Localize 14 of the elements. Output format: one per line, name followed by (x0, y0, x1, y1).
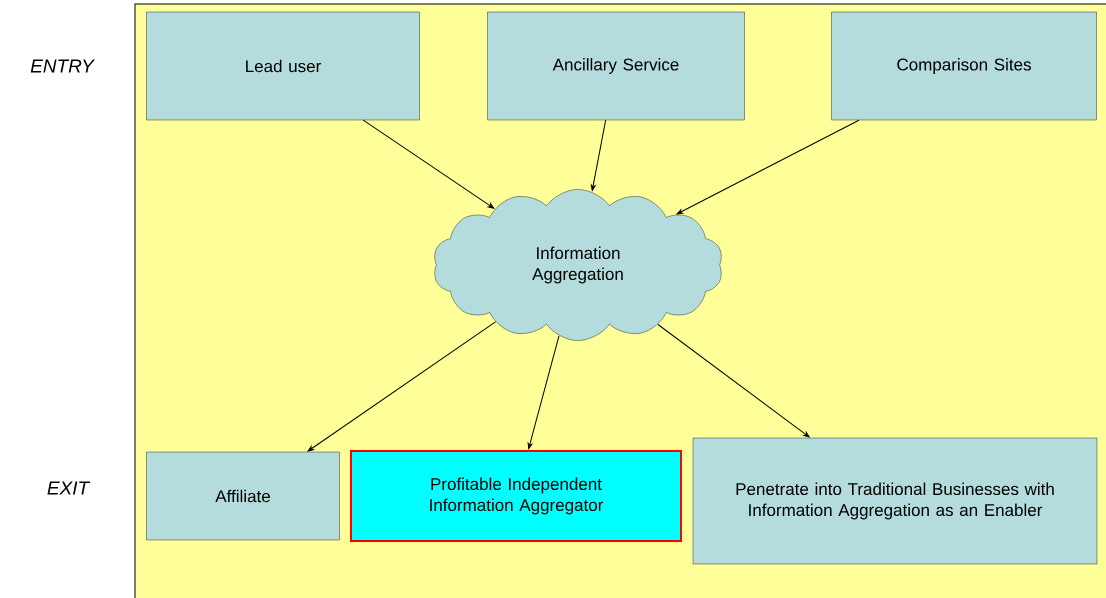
arrow (590, 119, 607, 191)
process-box: Comparison Sites (831, 11, 1097, 121)
row-label: ENTRY (30, 59, 95, 73)
process-box: Lead user (146, 11, 420, 121)
arrow (307, 321, 496, 452)
row-label: EXIT (47, 481, 91, 495)
arrow (676, 119, 860, 215)
highlighted-box: Profitable Independent Information Aggregator (350, 450, 682, 542)
arrow (362, 119, 495, 209)
arrow (657, 324, 810, 438)
process-box: Ancillary Service (487, 11, 745, 121)
arrow (527, 335, 560, 450)
process-box: Affiliate (146, 451, 340, 541)
process-box: Penetrate into Traditional Businesses with Information Aggregation as an Enabler (692, 437, 1098, 565)
